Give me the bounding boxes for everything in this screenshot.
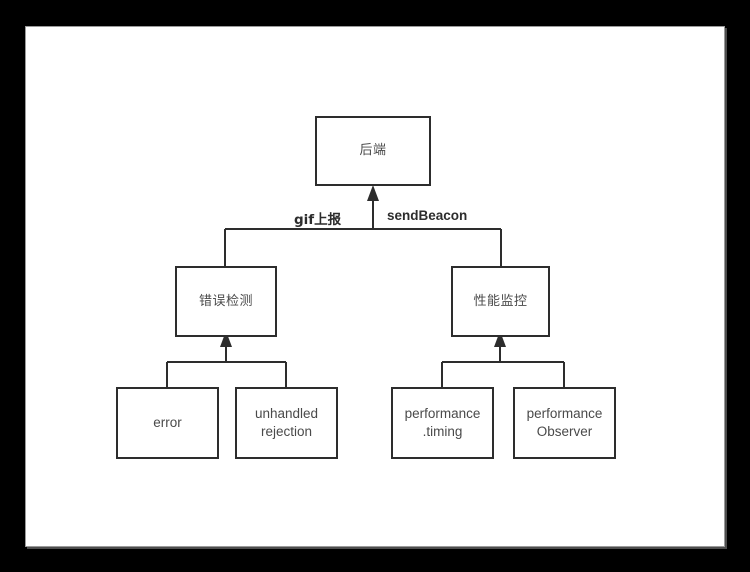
- node-performance-timing[interactable]: performance .timing: [391, 387, 494, 459]
- node-backend[interactable]: 后端: [315, 116, 431, 186]
- edge-label-gif-report: gif上报: [294, 212, 342, 228]
- diagram-tree: 后端 错误检测 性能监控 error unhandled rejection p…: [26, 27, 726, 548]
- edge-to-backend: [224, 185, 502, 266]
- edge-layer: [166, 185, 565, 387]
- diagram-canvas: 后端 错误检测 性能监控 error unhandled rejection p…: [25, 26, 725, 547]
- node-error-detection[interactable]: 错误检测: [175, 266, 277, 337]
- node-unhandled-rejection[interactable]: unhandled rejection: [235, 387, 338, 459]
- edge-label-send-beacon: sendBeacon: [387, 208, 468, 223]
- node-error[interactable]: error: [116, 387, 219, 459]
- edge-to-perf-monitoring: [441, 331, 565, 387]
- node-performance-monitoring[interactable]: 性能监控: [451, 266, 550, 337]
- edge-to-error-detection: [166, 331, 287, 387]
- node-performance-observer[interactable]: performance Observer: [513, 387, 616, 459]
